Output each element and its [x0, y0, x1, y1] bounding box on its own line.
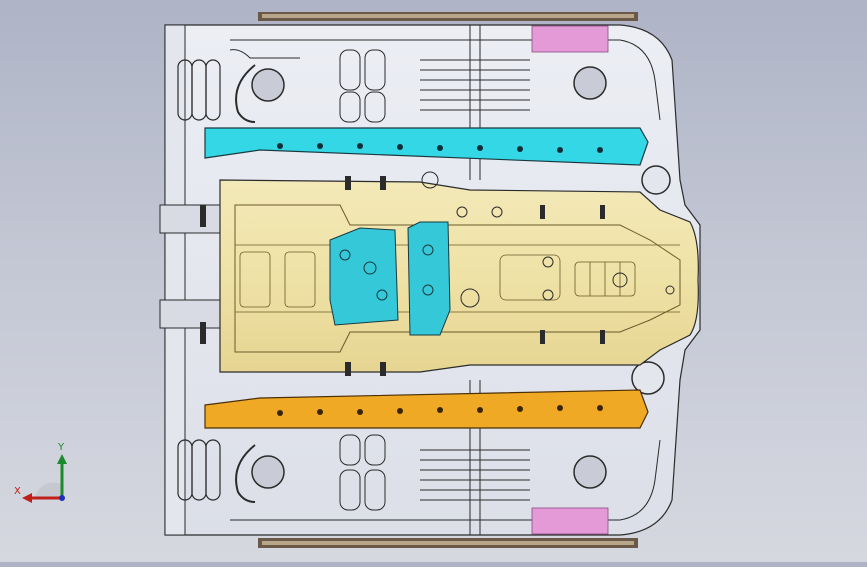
round-holes: [251, 66, 671, 489]
y-axis-arrow: [57, 454, 67, 464]
upper-ribs: [229, 25, 661, 180]
lower-crossmember-holes: [277, 405, 603, 416]
left-rail-tab-upper: [159, 204, 221, 234]
tunnel-inner: [234, 204, 681, 353]
upper-crossmember: [204, 127, 649, 166]
y-axis-label: Y: [58, 442, 65, 453]
left-rail: [164, 24, 186, 536]
z-axis-cone: [34, 482, 62, 498]
lower-crossmember: [204, 389, 649, 429]
center-bracket-left: [329, 227, 399, 326]
lower-left-slots: [177, 439, 256, 503]
tunnel-detail-lines: [235, 244, 680, 313]
upper-crossmember-holes: [277, 143, 603, 153]
left-rail-tab-lower: [159, 299, 221, 329]
pink-patch-top: [531, 25, 609, 53]
top-edge-strip-inner: [262, 14, 634, 18]
bracket-bolts: [339, 244, 434, 301]
x-axis-label: X: [14, 486, 21, 497]
coordinate-triad: Y X: [12, 440, 82, 510]
pink-patch-bottom: [531, 507, 609, 535]
upper-left-slots: [177, 59, 256, 123]
x-axis-arrow: [22, 493, 32, 503]
bottom-edge-strip-inner: [262, 541, 634, 545]
tunnel-panel: [219, 179, 699, 373]
tunnel-small-slots: [200, 176, 605, 376]
center-bracket-right: [407, 221, 451, 336]
triad-axes: [22, 454, 67, 503]
z-axis-dot: [59, 495, 65, 501]
tunnel-fasteners: [421, 171, 675, 308]
